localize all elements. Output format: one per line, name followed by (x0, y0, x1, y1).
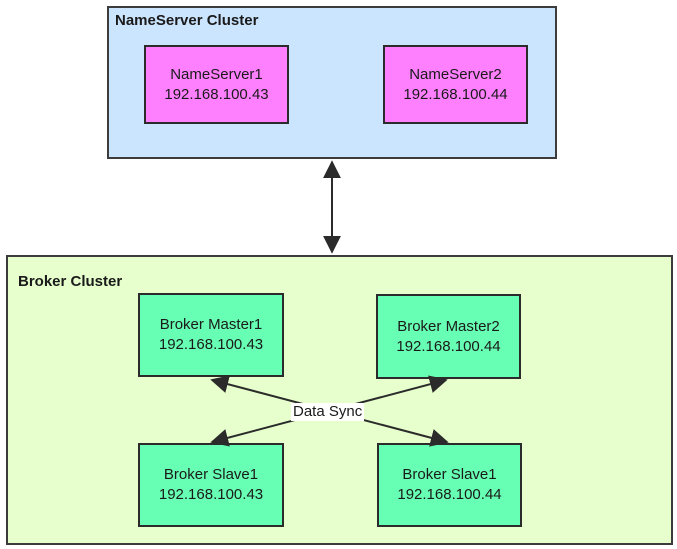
broker-cluster-title: Broker Cluster (18, 273, 123, 290)
broker-master1-node[interactable]: Broker Master1 192.168.100.43 (138, 293, 284, 377)
broker-slave2-name: Broker Slave1 (402, 466, 497, 483)
nameserver2-ip: 192.168.100.44 (403, 85, 508, 103)
broker-master1-name: Broker Master1 (159, 316, 263, 333)
nameserver2-node[interactable]: NameServer2 192.168.100.44 (383, 45, 528, 124)
nameserver2-name: NameServer2 (409, 65, 502, 83)
nameserver-cluster-title: NameServer Cluster (115, 12, 259, 29)
nameserver1-node[interactable]: NameServer1 192.168.100.43 (144, 45, 289, 124)
broker-master2-name: Broker Master2 (397, 317, 500, 335)
broker-slave1-name: Broker Slave1 (163, 466, 259, 483)
broker-slave2-ip: 192.168.100.44 (397, 486, 502, 503)
broker-master1-ip: 192.168.100.43 (158, 336, 264, 353)
broker-slave1-ip: 192.168.100.43 (158, 486, 264, 503)
broker-slave1-node[interactable]: Broker Slave1 192.168.100.43 (138, 443, 284, 527)
broker-slave2-node[interactable]: Broker Slave1 192.168.100.44 (377, 443, 522, 527)
nameserver1-ip: 192.168.100.43 (164, 85, 269, 103)
nameserver1-name: NameServer1 (170, 65, 263, 83)
data-sync-label: Data Sync (291, 403, 365, 421)
broker-master2-ip: 192.168.100.44 (396, 337, 501, 355)
